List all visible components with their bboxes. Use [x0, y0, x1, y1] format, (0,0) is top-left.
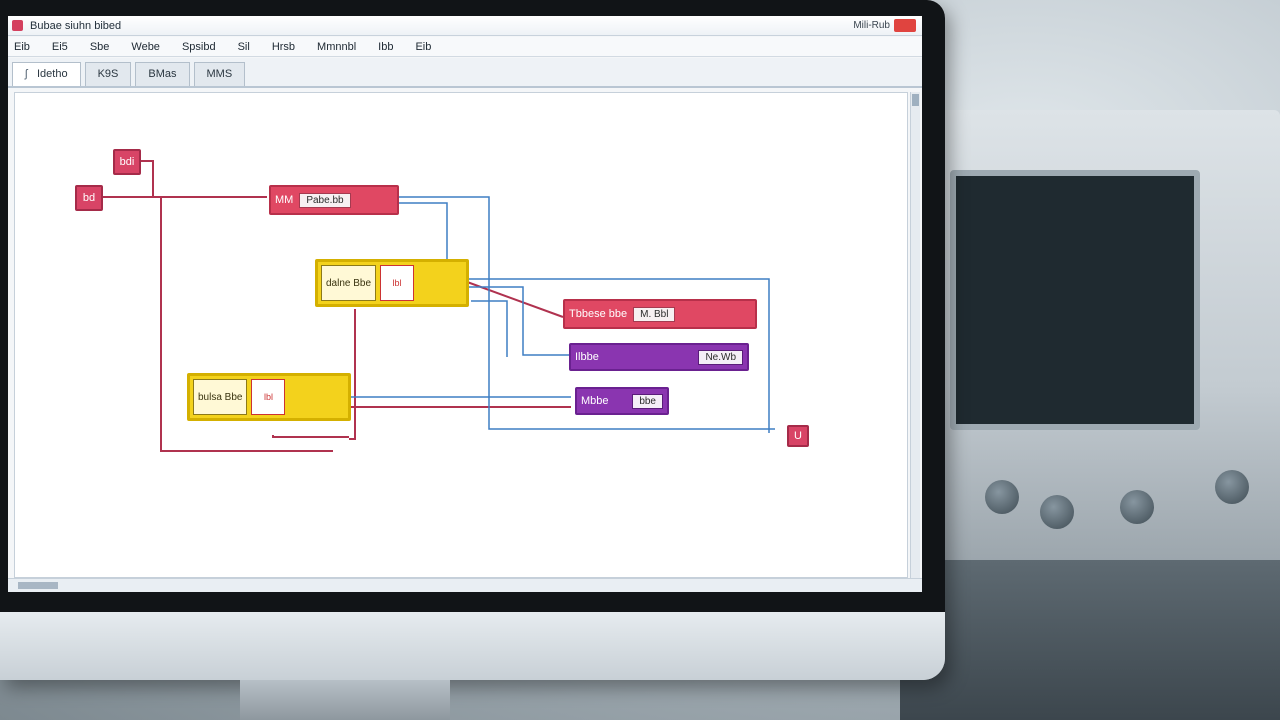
menu-item[interactable]: Sbe — [89, 40, 110, 53]
menu-item[interactable]: Ei5 — [51, 40, 68, 53]
purple-block-2[interactable]: Mbbe bbe — [575, 387, 669, 415]
output-block[interactable]: U — [787, 425, 809, 447]
block-port[interactable]: lbl — [251, 379, 286, 415]
menu-item[interactable]: Spsibd — [181, 40, 216, 53]
monitor-chin — [0, 612, 945, 680]
app-icon — [12, 20, 23, 31]
wire — [459, 278, 770, 433]
input-block-top[interactable]: bdi — [113, 149, 141, 175]
wires — [95, 160, 775, 452]
tab-label: MMS — [206, 68, 233, 80]
wire — [458, 278, 564, 318]
menu-item[interactable]: Hrsb — [271, 40, 296, 53]
scrollbar-thumb[interactable] — [18, 582, 58, 589]
screen: Bubae siuhn bibed Mili-Rub Eib Ei5 Sbe W… — [8, 16, 922, 592]
diagram-canvas[interactable]: bdi bd MM Pabe.bb dalne Bbe lbl bulsa Bb… — [14, 92, 908, 578]
menu-bar: Eib Ei5 Sbe Webe Spsibd Sil Hrsb Mmnnbl … — [8, 37, 922, 57]
block-label: Mbbe — [581, 395, 609, 407]
wire — [459, 286, 571, 356]
input-block-left[interactable]: bd — [75, 185, 103, 211]
horizontal-scrollbar[interactable] — [8, 578, 922, 592]
menu-item[interactable]: Eib — [415, 40, 432, 53]
wire — [395, 196, 775, 430]
red-output-block[interactable]: Tbbese bbe M. Bbl — [563, 299, 757, 329]
block-port[interactable]: lbl — [380, 265, 415, 301]
monitor: Bubae siuhn bibed Mili-Rub Eib Ei5 Sbe W… — [0, 0, 945, 680]
block-field[interactable]: bbe — [632, 393, 663, 409]
block-label: Ilbbe — [575, 351, 599, 363]
wire — [349, 309, 356, 440]
block-label: U — [794, 430, 802, 442]
window-title-right: Mili-Rub — [853, 20, 890, 31]
tab-mms[interactable]: MMS — [193, 62, 246, 86]
wave-icon: ʃ — [25, 68, 28, 80]
tab-label: Idetho — [37, 68, 68, 80]
yellow-block-1[interactable]: dalne Bbe lbl — [315, 259, 469, 307]
purple-block-1[interactable]: Ilbbe Ne.Wb — [569, 343, 749, 371]
red-function-block[interactable]: MM Pabe.bb — [269, 185, 399, 215]
tab-k9s[interactable]: K9S — [84, 62, 132, 86]
knob-icon — [1040, 495, 1074, 529]
tab-bmas[interactable]: BMas — [135, 62, 190, 86]
block-label: Tbbese bbe — [569, 308, 628, 320]
oscilloscope-screen — [950, 170, 1200, 430]
wire — [272, 435, 349, 438]
knob-icon — [1120, 490, 1154, 524]
menu-item[interactable]: Ibb — [378, 40, 394, 53]
knob-icon — [985, 480, 1019, 514]
vertical-scrollbar[interactable] — [910, 92, 920, 578]
knob-icon — [1215, 470, 1249, 504]
menu-item[interactable]: Sil — [237, 40, 250, 53]
desk — [900, 560, 1280, 720]
tab-bar: ʃ Idetho K9S BMas MMS — [8, 58, 922, 88]
tab-label: BMas — [148, 68, 177, 80]
monitor-stand — [240, 680, 450, 720]
yellow-block-2[interactable]: bulsa Bbe lbl — [187, 373, 351, 421]
scrollbar-thumb[interactable] — [912, 94, 919, 106]
block-label: dalne Bbe — [321, 265, 377, 301]
close-button[interactable] — [894, 19, 916, 32]
block-field[interactable]: Ne.Wb — [698, 349, 743, 365]
menu-item[interactable]: Mmnnbl — [317, 40, 357, 53]
menu-item[interactable]: Eib — [14, 40, 30, 53]
menu-item[interactable]: Webe — [131, 40, 160, 53]
tab-idetho[interactable]: ʃ Idetho — [12, 62, 81, 86]
block-field[interactable]: Pabe.bb — [299, 192, 351, 208]
block-label: bulsa Bbe — [193, 379, 248, 415]
tab-label: K9S — [97, 68, 119, 80]
block-field[interactable]: M. Bbl — [633, 306, 676, 322]
block-label: bdi — [119, 156, 135, 168]
title-bar[interactable]: Bubae siuhn bibed Mili-Rub — [8, 16, 922, 36]
block-label: MM — [275, 194, 294, 206]
block-label: bd — [82, 192, 96, 204]
wire — [153, 196, 333, 452]
wire — [471, 300, 508, 357]
wire — [395, 202, 448, 259]
window-title: Bubae siuhn bibed — [30, 20, 122, 32]
